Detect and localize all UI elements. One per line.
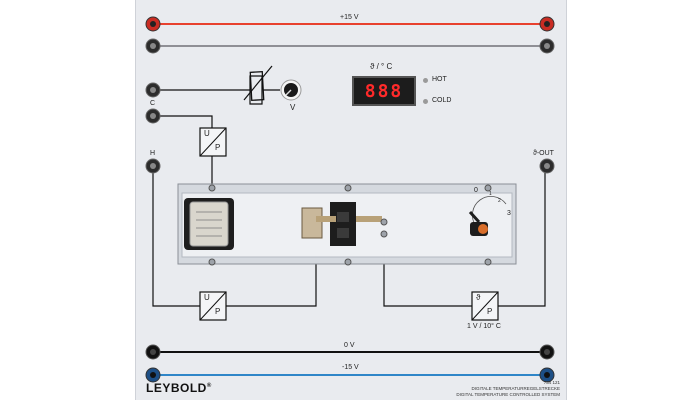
top-converter-label-p: P (215, 143, 221, 152)
product-caption: 734 121 DIGITALE TEMPERATURREGELSTRECKE … (440, 380, 560, 398)
bottom-converter-label-p: P (215, 307, 221, 316)
catalog-number: 734 121 (543, 380, 560, 385)
scale-label: 1 V / 10° C (467, 323, 501, 330)
theta-out-label: ϑ-OUT (533, 150, 554, 157)
h-terminal-label: H (150, 150, 156, 157)
theta-converter-box (471, 291, 499, 321)
range-selector-dial[interactable] (468, 196, 507, 236)
cold-led (423, 99, 428, 104)
c-terminal-label: C (150, 100, 156, 107)
dial-tick-0: 0 (474, 187, 478, 194)
dial-tick-2: 2 (498, 198, 501, 204)
jack-positive-left[interactable] (145, 16, 161, 32)
bottom-converter-box (199, 291, 227, 321)
jack-gray-right[interactable] (539, 38, 555, 54)
mounting-screws (208, 184, 492, 266)
sensor-block (301, 202, 388, 246)
brand-name: LEYBOLD (146, 381, 207, 395)
jack-negative-right[interactable] (539, 367, 555, 383)
brand-logo: LEYBOLD® (146, 381, 212, 395)
hot-led (423, 78, 428, 83)
heater-cylinder (184, 198, 234, 250)
dial-tick-1: 1 (489, 191, 492, 197)
positive-rail-label: +15 V (340, 14, 359, 21)
display-caption: ϑ / ° C (370, 62, 393, 71)
theta-converter-label-p: P (487, 307, 493, 316)
dial-tick-3: 3 (507, 210, 511, 217)
jack-positive-right[interactable] (539, 16, 555, 32)
c-wire (160, 115, 213, 128)
jack-negative-left[interactable] (145, 367, 161, 383)
jack-h[interactable] (145, 158, 161, 174)
sensor-wire (383, 246, 472, 307)
top-converter-box (199, 127, 227, 157)
pot-wire (160, 75, 263, 105)
cold-label: COLD (432, 97, 452, 104)
theta-converter-label-theta: ϑ (476, 293, 481, 302)
product-line-en: DIGITAL TEMPERATURE CONTROLLED SYSTEM (456, 392, 560, 397)
temperature-display: 888 (352, 76, 416, 106)
h-wire (152, 172, 200, 307)
jack-pot-input[interactable] (145, 82, 161, 98)
knob-label: V (290, 103, 296, 112)
jack-c[interactable] (145, 108, 161, 124)
voltage-knob[interactable] (280, 79, 302, 101)
product-line-de: DIGITALE TEMPERATURREGELSTRECKE (471, 386, 560, 391)
top-converter-label-u: U (204, 129, 210, 138)
jack-ground-left[interactable] (145, 344, 161, 360)
variable-resistor-arrow (243, 65, 273, 101)
negative-rail-label: -15 V (342, 364, 359, 371)
jack-theta-out[interactable] (539, 158, 555, 174)
bottom-converter-label-u: U (204, 293, 210, 302)
hot-label: HOT (432, 76, 447, 83)
variable-resistor-symbol (249, 71, 265, 101)
brand-mark: ® (206, 383, 212, 389)
jack-gray-left[interactable] (145, 38, 161, 54)
out-wire (498, 172, 546, 307)
jack-ground-right[interactable] (539, 344, 555, 360)
heater-wire (226, 246, 317, 307)
display-readout: 888 (364, 80, 404, 102)
ground-rail-label: 0 V (344, 342, 355, 349)
